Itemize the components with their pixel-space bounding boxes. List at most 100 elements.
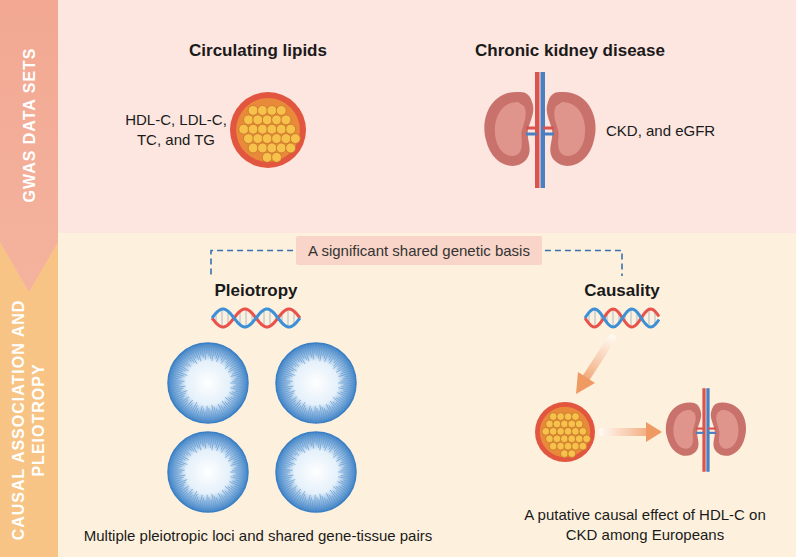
globe-fibre <box>212 494 215 512</box>
globe-fibre <box>345 464 356 466</box>
lipid-droplet <box>248 124 258 134</box>
globe-fibre <box>170 372 185 376</box>
globe-fibre <box>206 343 207 354</box>
globe-fibre <box>314 343 315 354</box>
globe-fibre <box>206 406 208 423</box>
lipid-droplet <box>262 115 272 125</box>
globe-fibre <box>319 410 320 422</box>
globe-fibre <box>193 346 199 360</box>
globe-fibre <box>314 432 315 443</box>
globe-fibre <box>332 407 338 417</box>
globe-fibre <box>287 444 299 455</box>
lipid-droplet <box>583 435 591 443</box>
globe-fibre <box>312 343 314 359</box>
globe-fibre <box>171 456 182 461</box>
globe-fibre <box>298 347 303 358</box>
globe-fibre <box>277 477 291 480</box>
globe-fibre <box>278 461 293 465</box>
globe-fibre <box>168 377 179 379</box>
globe-fibre <box>174 451 189 460</box>
aorta <box>702 388 705 472</box>
globe-fibre <box>330 401 341 415</box>
globe-fibre <box>230 383 248 384</box>
globe-fibre <box>193 435 199 449</box>
tissue-globe <box>276 343 356 423</box>
lipid-droplet <box>262 152 272 162</box>
globe-fibre <box>304 434 309 450</box>
globe-fibre <box>312 500 313 512</box>
globe-fibre <box>316 432 317 445</box>
globe-fibre <box>198 344 201 355</box>
globe-fibre <box>320 405 323 423</box>
globe-fibre <box>198 406 202 422</box>
lipid-droplet <box>564 442 572 450</box>
globe-fibre <box>211 343 213 359</box>
lipid-droplet <box>549 427 557 435</box>
lipid-droplet <box>258 105 268 115</box>
top-ground <box>0 0 796 233</box>
vessel-lumen <box>236 98 300 162</box>
globe-fibre <box>342 397 352 402</box>
globe-fibre <box>282 362 297 371</box>
globe-fibre <box>222 490 233 504</box>
globe-fibre <box>235 377 248 379</box>
globe-fibre <box>230 388 247 392</box>
globe-fibre <box>340 481 353 486</box>
globe-fibre <box>276 380 292 381</box>
globe-fibre <box>320 433 323 451</box>
lipid-droplet <box>564 427 572 435</box>
bottom-ground <box>0 233 796 557</box>
lipid-droplet <box>575 435 583 443</box>
globe-fibre <box>276 383 290 384</box>
globe-fibre <box>216 434 221 448</box>
lipid-droplet <box>258 143 268 153</box>
kidney-pair <box>484 72 595 188</box>
globe-fibre <box>282 487 291 493</box>
globe-fibre <box>170 480 187 486</box>
lipid-droplet <box>290 134 300 144</box>
globe-fibre <box>181 489 193 502</box>
kidney-inner <box>673 410 695 449</box>
globe-fibre <box>334 351 341 360</box>
lipid-droplet <box>253 134 263 144</box>
globe-fibre <box>312 411 313 423</box>
globe-fibre <box>181 353 188 361</box>
lipid-droplet <box>568 435 576 443</box>
lipid-droplet <box>267 143 277 153</box>
lipid-droplet <box>248 143 258 153</box>
lipid-droplet <box>272 115 282 125</box>
globe-fibre <box>233 387 248 389</box>
globe-fibre <box>339 461 355 466</box>
globe-fibre <box>174 362 189 371</box>
globe-fibre <box>296 402 305 418</box>
globe-fibre <box>174 487 183 493</box>
globe-fibre <box>276 475 293 477</box>
globe-fibre <box>320 494 323 512</box>
finding-text: Multiple pleiotropic loci and shared gen… <box>84 526 433 546</box>
globe-fibre <box>301 435 307 449</box>
globe-fibre <box>344 384 356 386</box>
globe-fibre <box>333 357 347 369</box>
globe-fibre <box>342 486 352 491</box>
dna-helix <box>212 309 300 327</box>
lipid-droplet <box>568 450 576 458</box>
globe-fibre <box>231 372 247 377</box>
illustrations <box>168 72 746 512</box>
globe-fibre <box>168 384 180 386</box>
globe-fibre <box>208 497 210 512</box>
globe-fibre <box>287 355 299 366</box>
globe-fibre <box>279 456 290 461</box>
globe-fibre <box>342 456 353 461</box>
globe-fibre <box>232 481 245 486</box>
globe-fibre <box>342 367 353 372</box>
kidney-inner <box>554 102 585 156</box>
globe-fibre <box>237 375 248 377</box>
globe-fibre <box>338 388 355 392</box>
globe-fibre <box>211 410 212 422</box>
globe-fibre <box>193 497 198 509</box>
globe-fibre <box>208 343 209 356</box>
globe-fibre <box>168 383 182 384</box>
globe-fibre <box>301 346 307 360</box>
dna-strand <box>585 309 659 327</box>
globe-fibre <box>208 432 209 445</box>
